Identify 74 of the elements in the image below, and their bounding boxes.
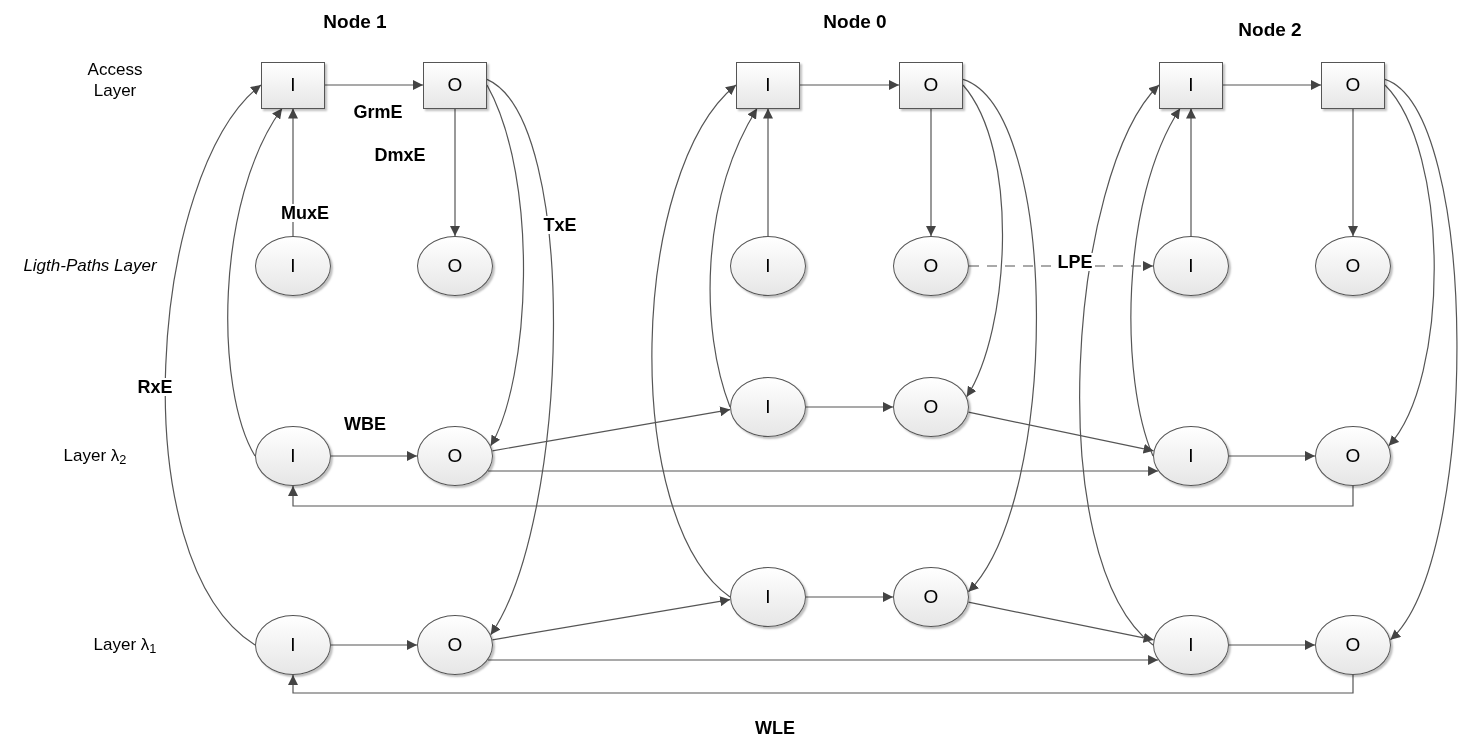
arrow xyxy=(1186,107,1196,237)
state-ellipse: I xyxy=(730,236,806,296)
arrow xyxy=(486,78,555,636)
edge-label: WBE xyxy=(342,415,388,433)
arrow xyxy=(227,107,283,457)
state-ellipse: O xyxy=(417,615,493,675)
process-box: I xyxy=(736,61,800,109)
arrow xyxy=(1228,451,1316,461)
state-ellipse: O xyxy=(893,377,969,437)
arrow xyxy=(486,84,525,447)
arrow xyxy=(805,402,894,412)
arrow xyxy=(487,655,1159,665)
state-ellipse: I xyxy=(1153,236,1229,296)
state-ellipse: O xyxy=(893,567,969,627)
edge-label: RxE xyxy=(135,378,175,396)
arrow xyxy=(330,640,418,650)
state-ellipse: O xyxy=(893,236,969,296)
arrow xyxy=(1384,78,1458,641)
state-ellipse: I xyxy=(255,236,331,296)
arrow xyxy=(1222,80,1322,90)
arrow xyxy=(962,78,1038,593)
arrow xyxy=(450,107,460,237)
arrow xyxy=(330,451,418,461)
arrow xyxy=(805,592,894,602)
arrow xyxy=(967,601,1155,643)
arrow xyxy=(491,596,731,641)
edge-label: MuxE xyxy=(279,204,331,222)
edge-label: WLE xyxy=(753,719,797,737)
edge-label: TxE xyxy=(541,216,579,234)
state-ellipse: I xyxy=(255,426,331,486)
layer-label: Layer λ$_{1}$ xyxy=(93,634,157,658)
process-box: I xyxy=(261,61,325,109)
state-ellipse: O xyxy=(1315,615,1391,675)
arrow xyxy=(288,107,298,237)
arrow xyxy=(288,485,1354,507)
edge-label: DmxE xyxy=(372,146,428,164)
layer-label: Access Layer xyxy=(86,58,144,102)
state-ellipse: O xyxy=(417,236,493,296)
state-ellipse: I xyxy=(1153,615,1229,675)
state-ellipse: I xyxy=(1153,426,1229,486)
arrow xyxy=(763,107,773,237)
arrow xyxy=(491,406,731,452)
state-ellipse: I xyxy=(255,615,331,675)
state-ellipse: O xyxy=(1315,426,1391,486)
state-ellipse: O xyxy=(1315,236,1391,296)
arrow xyxy=(799,80,900,90)
arrow xyxy=(651,84,737,598)
layer-label: Ligth-Paths Layer xyxy=(22,255,158,277)
column-heading: Node 2 xyxy=(1238,17,1302,42)
edge-label: GrmE xyxy=(351,103,405,121)
column-heading: Node 1 xyxy=(323,9,387,34)
arrow xyxy=(487,466,1159,476)
layer-label: Layer λ$_{2}$ xyxy=(63,445,127,469)
arrow xyxy=(967,411,1155,454)
arrow xyxy=(1228,640,1316,650)
state-ellipse: I xyxy=(730,567,806,627)
process-box: I xyxy=(1159,61,1223,109)
arrow xyxy=(1348,107,1358,237)
arrow xyxy=(165,84,262,646)
arrow xyxy=(1130,107,1181,457)
arrow xyxy=(926,107,936,237)
arrow xyxy=(962,84,1004,398)
process-box: O xyxy=(423,61,487,109)
arrow xyxy=(1079,84,1160,646)
arrow xyxy=(324,80,424,90)
edge-label: LPE xyxy=(1055,253,1095,271)
arrow xyxy=(709,107,758,408)
column-heading: Node 0 xyxy=(823,9,887,34)
arrow xyxy=(1384,84,1435,447)
process-box: O xyxy=(1321,61,1385,109)
process-box: O xyxy=(899,61,963,109)
state-ellipse: I xyxy=(730,377,806,437)
state-ellipse: O xyxy=(417,426,493,486)
arrow xyxy=(288,674,1354,694)
